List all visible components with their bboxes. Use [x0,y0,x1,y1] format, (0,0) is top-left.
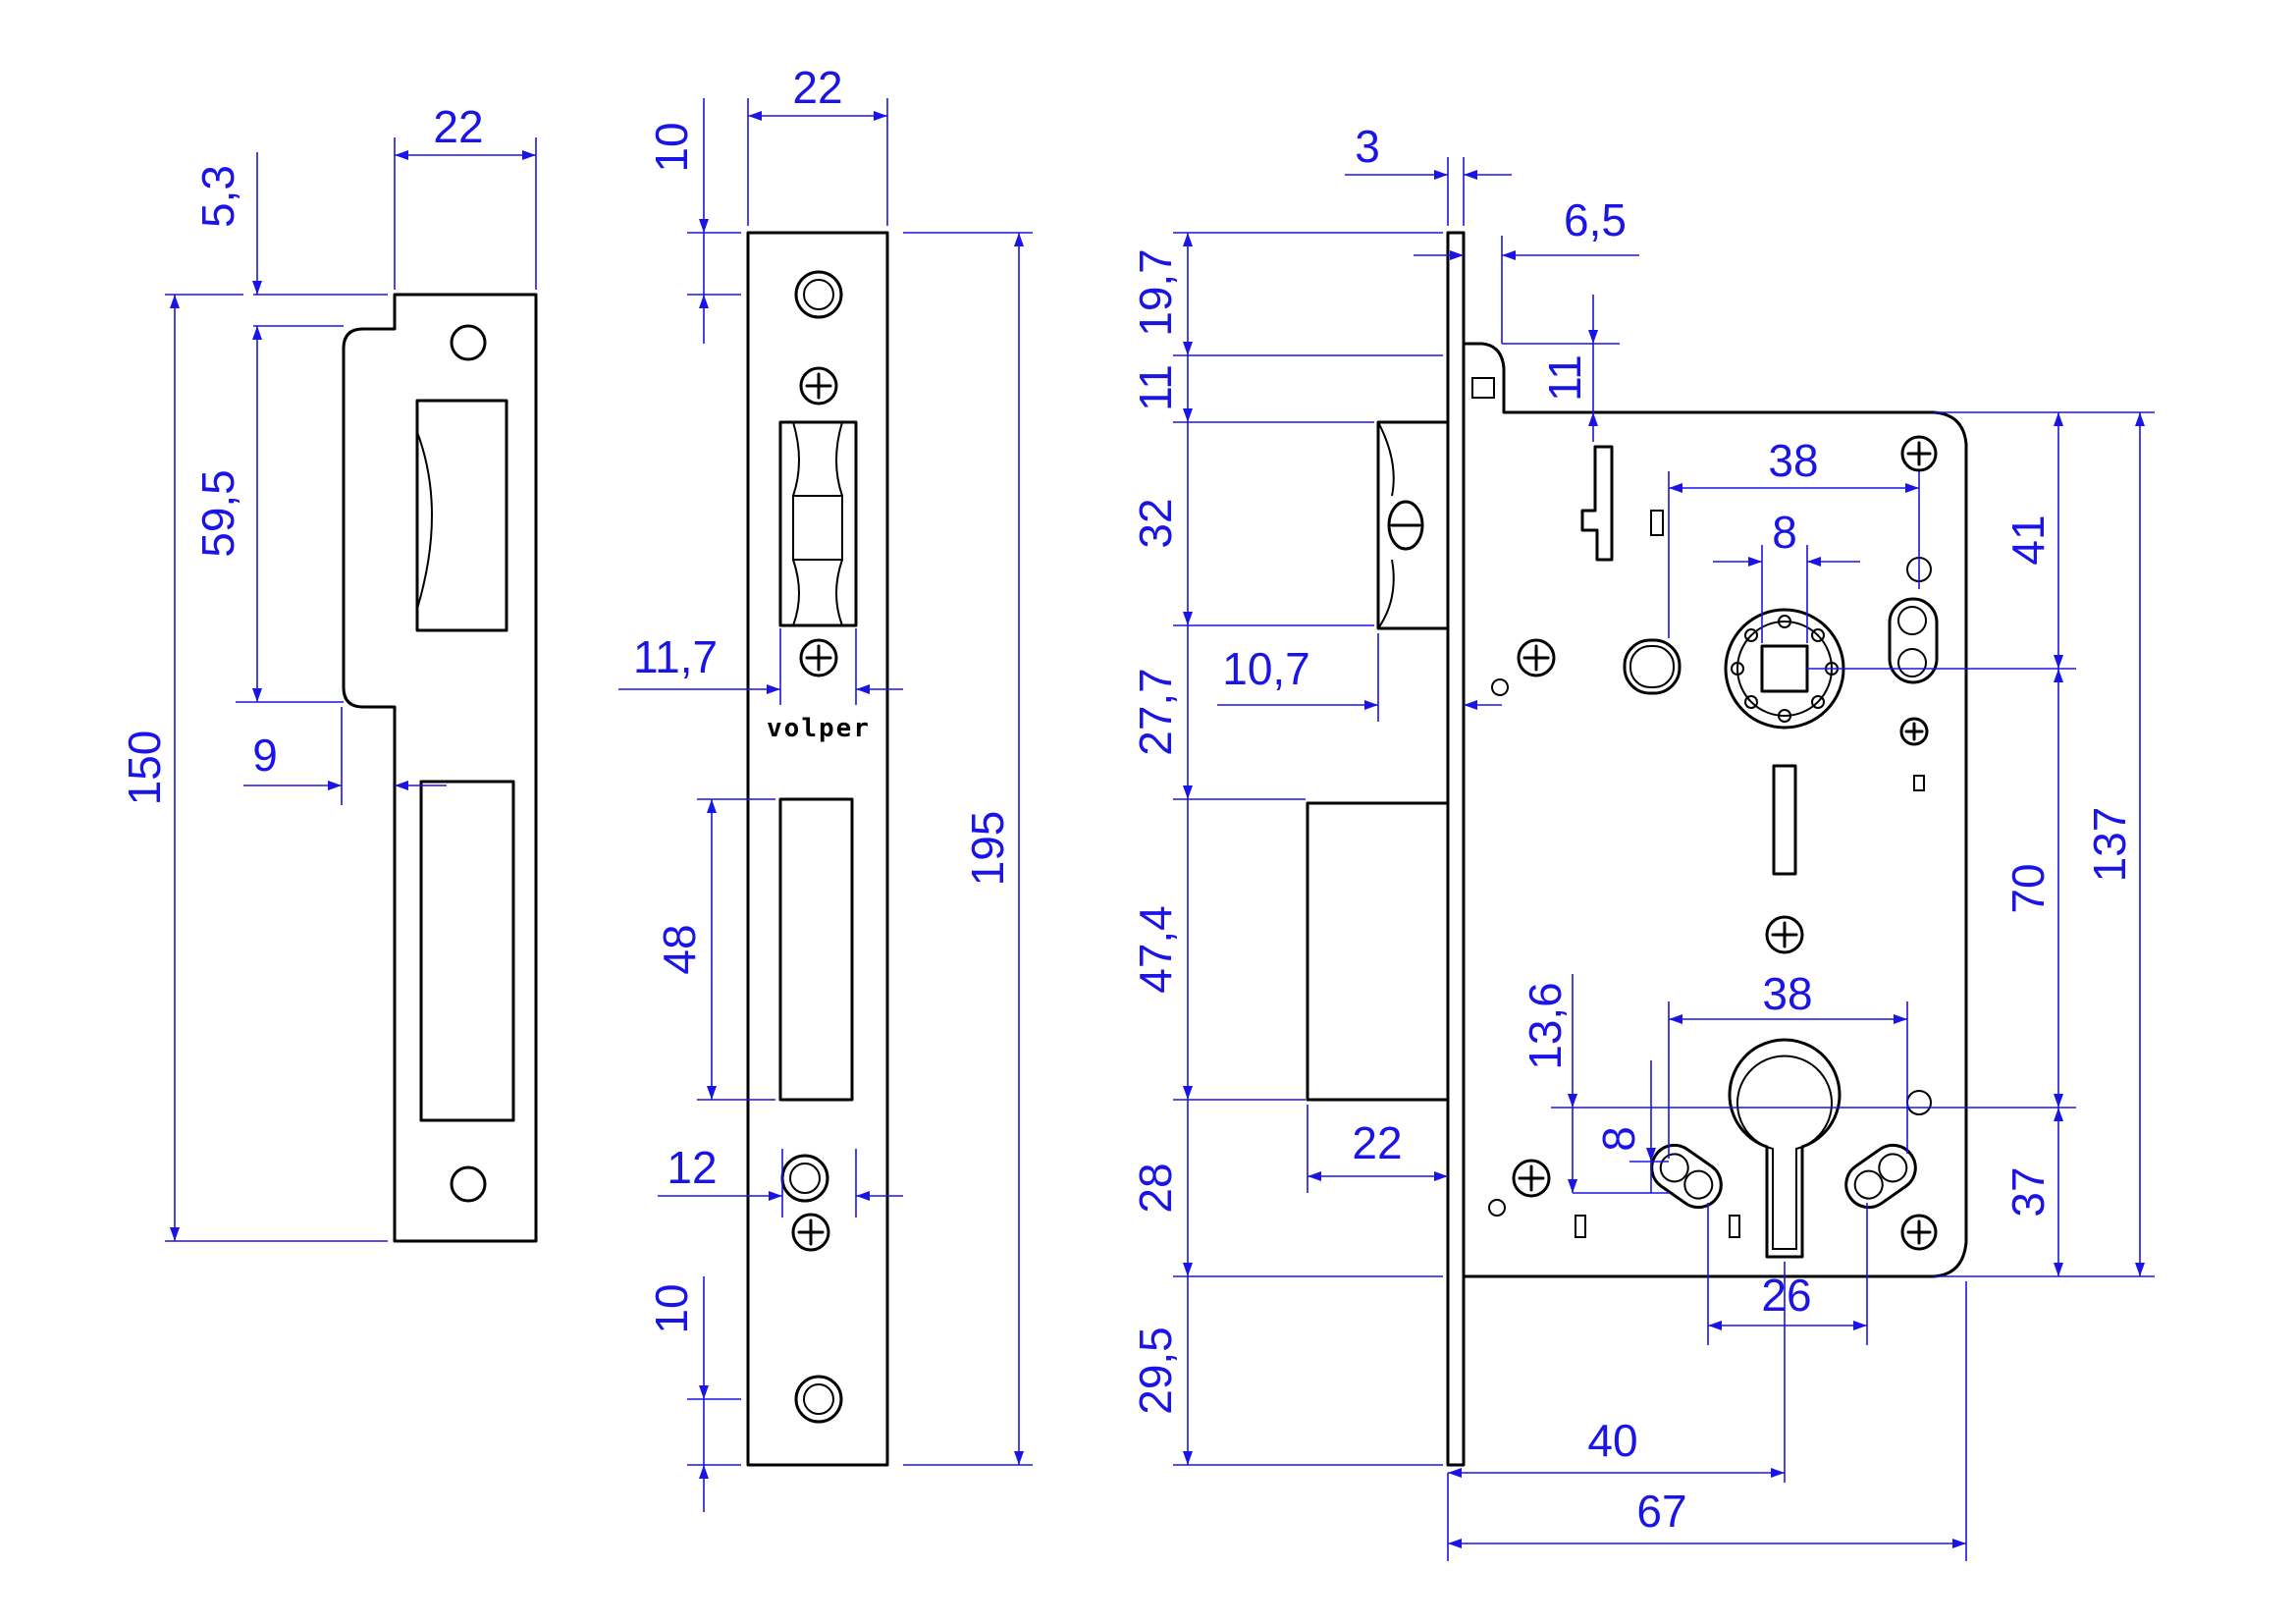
phillips-screw-icon [1517,638,1556,677]
phillips-screw-icon [1900,435,1938,472]
dim-face-top-hole: 10 [646,122,697,172]
dim-lock-bottom-spacing: 38 [1762,968,1812,1019]
angled-slot-right [1844,1143,1917,1210]
strike-top-screw-hole [450,324,487,361]
lock-forend-plate [1446,231,1466,1467]
dim-lock-70: 70 [2002,863,2054,913]
dim-lock-body-depth: 67 [1636,1486,1686,1537]
strike-bolt-opening [419,780,515,1122]
lock-deadbolt [1306,801,1450,1102]
dim-lock-cylinder-spacing: 26 [1761,1270,1811,1321]
dim-lock-29-5: 29,5 [1130,1326,1181,1415]
phillips-screw-icon [799,366,838,406]
lock-case-outline [1462,342,1968,1278]
dim-lock-28: 28 [1130,1163,1181,1213]
dim-lock-37: 37 [2002,1166,2054,1217]
phillips-screw-icon [799,638,838,677]
lock-lever [1580,445,1614,562]
dim-lock-13-6: 13,6 [1520,982,1571,1070]
dim-lock-19-7: 19,7 [1130,248,1181,337]
lock-cylinder-profile [1728,1038,1842,1259]
face-latch-window [778,420,858,627]
dim-lock-41: 41 [2002,514,2054,565]
dim-lock-137: 137 [2084,807,2135,883]
angled-slot-left [1650,1143,1723,1210]
strike-latch-opening [415,399,508,632]
lock-body-dimensions: 3 6,5 11 19,7 11 32 27,7 47 [1130,121,2155,1561]
face-plate-outline [746,231,889,1467]
phillips-screw-icon [1900,1214,1938,1251]
lock-oval-hole [1623,638,1682,695]
dim-lock-bolt-projection: 22 [1352,1117,1402,1168]
phillips-screw-icon [1899,717,1929,746]
face-plate-dimensions: 22 10 11,7 48 12 10 [618,62,1033,1512]
phillips-screw-icon [1765,915,1804,954]
strike-plate-dimensions: 22 5,3 59,5 9 150 [119,101,537,1242]
dim-lock-follower: 8 [1772,507,1797,558]
face-plate-view: volper [746,231,889,1467]
dim-strike-opening: 59,5 [192,469,243,558]
lock-body-view [1306,231,1968,1467]
phillips-screw-icon [1512,1159,1551,1198]
dim-face-bolt-offset: 12 [667,1142,717,1193]
dim-lock-27-7: 27,7 [1130,668,1181,756]
strike-latch-ramp [416,431,433,610]
dim-lock-top-spacing: 38 [1768,435,1818,486]
dim-lock-latch-height: 32 [1130,498,1181,548]
dim-lock-47-4: 47,4 [1130,905,1181,994]
dim-strike-top-offset: 5,3 [192,165,243,228]
dim-lock-step: 6,5 [1564,194,1627,245]
dim-face-length: 195 [962,811,1013,887]
dim-lock-backset: 40 [1587,1415,1637,1466]
dim-face-latch-offset: 11,7 [633,631,718,682]
dim-lock-11-left: 11 [1130,364,1181,411]
dim-face-bolt-height: 48 [654,924,705,974]
face-bottom-hole [794,1375,843,1424]
dim-strike-length: 150 [119,731,170,806]
dim-strike-lip: 9 [252,730,278,781]
lock-latch [1376,420,1450,630]
strike-plate-view [342,293,538,1243]
lock-slot-right [1888,597,1939,684]
face-bolt-hole [780,1154,829,1203]
face-top-hole [794,270,843,319]
dim-lock-8-small: 8 [1593,1126,1644,1152]
dim-face-bottom-hole: 10 [646,1283,697,1333]
latch-screw-icon [1387,500,1424,551]
dim-strike-width: 22 [433,101,483,152]
strike-plate-outline [342,293,538,1243]
lock-vertical-slot [1772,764,1797,876]
dim-face-width: 22 [792,62,842,113]
dim-lock-latch-projection: 10,7 [1222,643,1310,694]
brand-logo: volper [767,714,871,743]
face-bolt-window [778,797,854,1102]
phillips-screw-icon [791,1213,830,1252]
strike-bottom-screw-hole [450,1165,487,1203]
dim-lock-plate-thickness: 3 [1355,121,1380,172]
dim-lock-11-right: 11 [1539,354,1590,402]
